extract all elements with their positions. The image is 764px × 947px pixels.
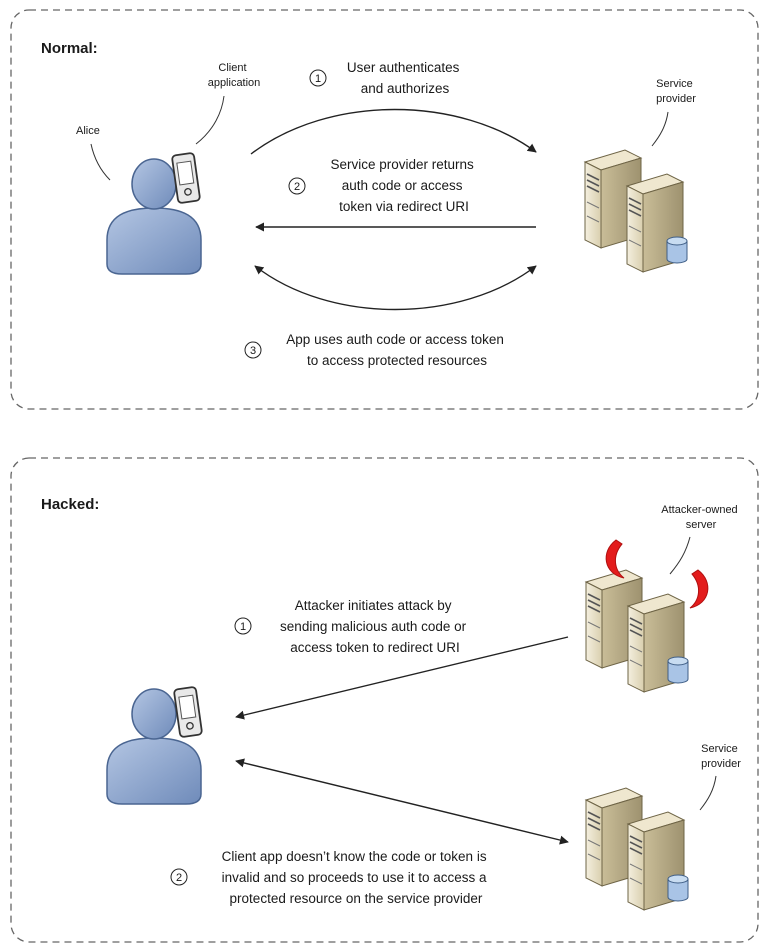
attacker-server-callout (669, 536, 691, 575)
hacked-step1-arrow (235, 636, 569, 720)
svg-text:Service provider: Service provider (656, 78, 696, 105)
devil-horn-right-icon (689, 569, 709, 609)
service-provider-callout (651, 111, 669, 147)
normal-step1-num: 1 (315, 73, 321, 85)
hacked-step2-arrow (235, 758, 569, 845)
hacked-step2-num: 2 (176, 872, 182, 884)
attacker-server-icon (586, 570, 688, 692)
normal-step2-line1: Service provider returns (330, 157, 474, 172)
normal-step3-line1: App uses auth code or access token (286, 332, 504, 347)
svg-text:Client app doesn’t know the co: Client app doesn’t know the code or toke… (222, 849, 491, 906)
attacker-server-label-line2: server (686, 519, 717, 531)
attacker-server-label-line1: Attacker-owned (661, 504, 737, 516)
step3-arrow (254, 265, 537, 311)
svg-text:Client application: Client application (208, 62, 261, 89)
normal-step1-line2: and authorizes (361, 81, 450, 96)
hacked-step2-badge (170, 868, 188, 886)
step1-arrow (250, 108, 537, 155)
client-app-label-line1: Client (218, 62, 246, 74)
svg-text:Attacker-owned server: Attacker-owned server (661, 504, 741, 531)
hacked-step1-badge (234, 617, 252, 635)
hacked-panel-frame (10, 457, 759, 943)
hacked-service-provider-server-icon (586, 788, 688, 910)
hacked-service-provider-label-line1: Service (701, 743, 738, 755)
hacked-step2-line1: Client app doesn’t know the code or toke… (222, 849, 487, 864)
svg-text:Service provider returns a: Service provider returns auth code or ac… (330, 157, 477, 214)
hacked-step1-line2: sending malicious auth code or (280, 619, 467, 634)
hacked-step1-line1: Attacker initiates attack by (295, 598, 452, 613)
normal-step2-num: 2 (294, 181, 300, 193)
client-app-label-line2: application (208, 77, 261, 89)
victim-phone-icon (172, 685, 204, 739)
svg-text:Attacker initiates attack by: Attacker initiates attack by sending mal… (280, 598, 470, 655)
service-provider-server-icon (585, 150, 687, 272)
normal-step1-line1: User authenticates (347, 60, 460, 75)
hacked-step2-line2: invalid and so proceeds to use it to acc… (222, 870, 487, 885)
hacked-step2-line3: protected resource on the service provid… (230, 891, 483, 906)
alice-callout (90, 143, 111, 181)
normal-heading: Normal: (41, 40, 98, 57)
svg-text:Service provider: Service provider (701, 743, 741, 770)
service-provider-label-line2: provider (656, 93, 696, 105)
normal-step3-line2: to access protected resources (307, 353, 487, 368)
hacked-service-provider-label-line2: provider (701, 758, 741, 770)
hacked-step1-line3: access token to redirect URI (290, 640, 460, 655)
svg-text:User authenticates and aut: User authenticates and authorizes (347, 60, 463, 96)
hacked-service-provider-callout (699, 775, 717, 811)
svg-text:App uses auth code or access t: App uses auth code or access token to ac… (286, 332, 507, 368)
client-app-callout (195, 95, 225, 145)
normal-step2-badge (288, 177, 306, 195)
normal-step1-badge (309, 69, 327, 87)
service-provider-label-line1: Service (656, 78, 693, 90)
normal-step2-line2: auth code or access (342, 178, 463, 193)
normal-step2-line3: token via redirect URI (339, 199, 469, 214)
alice-label: Alice (76, 125, 100, 137)
hacked-step1-num: 1 (240, 621, 246, 633)
client-phone-icon (170, 151, 202, 205)
normal-step3-num: 3 (250, 345, 256, 357)
normal-step3-badge (244, 341, 262, 359)
hacked-heading: Hacked: (41, 496, 99, 513)
